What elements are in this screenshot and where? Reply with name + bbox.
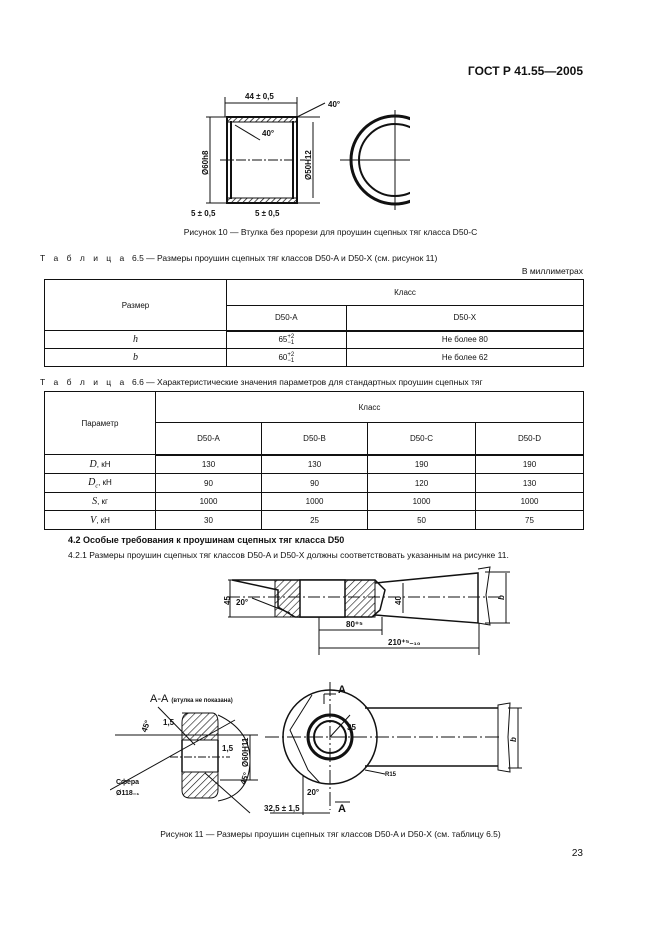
table-6-5-units: В миллиметрах xyxy=(521,266,583,276)
figure-10-caption: Рисунок 10 — Втулка без прорези для проу… xyxy=(183,227,478,237)
dim-40: 40 xyxy=(394,596,403,605)
dim-chamfer-right: 5 ± 0,5 xyxy=(255,209,280,218)
dim-35: 35 xyxy=(347,723,356,732)
header-d50-d: D50-D xyxy=(475,422,584,456)
dim-inner-diameter: Ø50H12 xyxy=(304,150,313,180)
dim-angle-inner: 40° xyxy=(262,129,274,138)
dim-b: b xyxy=(497,595,506,600)
dim-b: b xyxy=(509,737,518,742)
dim-angle-outer: 40° xyxy=(328,100,340,109)
dim-angle-20: 20° xyxy=(307,788,319,797)
header-class: Класс xyxy=(155,391,584,423)
paragraph-4-2-1: 4.2.1 Размеры проушин сцепных тяг классо… xyxy=(68,550,509,560)
header-d50-x: D50-X xyxy=(345,305,585,332)
table-6-5-title: Т а б л и ц а 6.5 — Размеры проушин сцеп… xyxy=(40,253,438,263)
section-mark-a-bottom: А xyxy=(338,803,346,815)
dim-r15: R15 xyxy=(385,772,397,778)
dim-sphere-118: Ø118₋₁ xyxy=(116,790,139,797)
header-d50-a: D50-A xyxy=(226,305,347,332)
figure-11-caption: Рисунок 11 — Размеры проушин сцепных тяг… xyxy=(160,829,501,839)
header-class: Класс xyxy=(226,279,584,306)
header-d50-c: D50-C xyxy=(367,422,476,456)
dim-angle-45-top: 45° xyxy=(140,719,153,733)
dim-32-5: 32,5 ± 1,5 xyxy=(264,804,300,813)
dim-chamfer-left: 5 ± 0,5 xyxy=(191,209,216,218)
dim-angle-45-bottom: 45° xyxy=(238,771,251,785)
dim-210: 210⁺⁵₋₁₀ xyxy=(388,638,421,647)
section-4-2-heading: 4.2 Особые требования к проушинам сцепны… xyxy=(68,535,345,545)
dim-angle-20: 20° xyxy=(236,598,248,607)
document-standard-header: ГОСТ Р 41.55—2005 xyxy=(467,64,583,78)
section-mark-a-top: А xyxy=(338,684,346,696)
figure-10-bushing-drawing: 44 ± 0,5 40° 40° Ø60h8 Ø50H12 5 ± 0,5 5 … xyxy=(191,92,410,218)
section-a-a-title: А-А (втулка не показана) xyxy=(150,693,233,705)
figure-11-plan-view: А 35 R15 20° А 32,5 ± 1,5 b xyxy=(264,682,522,815)
header-parameter: Параметр xyxy=(44,391,156,455)
header-d50-b: D50-B xyxy=(261,422,369,456)
table-6-6-title: Т а б л и ц а 6.6 — Характеристические з… xyxy=(40,377,483,387)
dim-80: 80⁺⁵ xyxy=(346,620,363,629)
dim-length: 44 ± 0,5 xyxy=(245,92,274,101)
header-d50-a: D50-A xyxy=(154,422,263,456)
figure-11-side-view: 45 20° 40 80⁺⁵ 210⁺⁵₋₁₀ b xyxy=(223,566,510,655)
dim-outer-diameter: Ø60h8 xyxy=(201,150,210,175)
dim-45: 45 xyxy=(223,596,232,605)
dim-1-5-right: 1,5 xyxy=(222,744,234,753)
dim-bore-60: Ø60H11 xyxy=(241,737,250,767)
header-size: Размер xyxy=(44,279,227,331)
page-number: 23 xyxy=(571,848,583,859)
label-sphere: Сфера xyxy=(116,779,139,786)
figure-11-section-a-a: 45° 1,5 1,5 Ø60H11 Сфера Ø118₋₁ 45° xyxy=(110,706,258,814)
dim-1-5-left: 1,5 xyxy=(163,718,175,727)
